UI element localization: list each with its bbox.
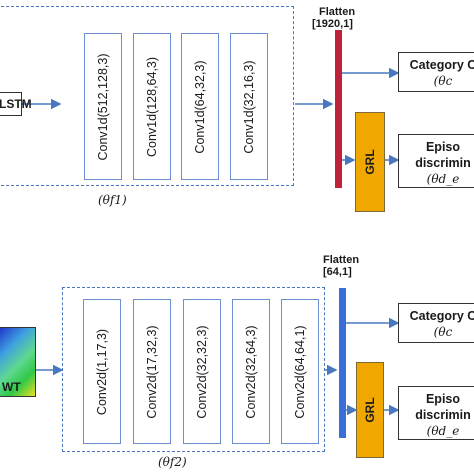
bottom-category-theta: (θc <box>433 325 453 339</box>
top-flatten-title: Flatten <box>319 6 356 18</box>
top-conv-label-3: Conv1d(64,32,3) <box>193 59 207 154</box>
top-conv-layer-2: Conv1d(128,64,3) <box>133 33 171 180</box>
bottom-category-classifier: Category C (θc <box>398 303 474 343</box>
bottom-conv-layer-1: Conv2d(1,17,3) <box>83 299 121 444</box>
bottom-disc-title-2: discrimin <box>415 408 471 422</box>
top-conv-layer-4: Conv1d(32,16,3) <box>230 33 268 180</box>
bottom-conv-label-4: Conv2d(32,64,3) <box>244 324 258 419</box>
bottom-flatten-title: Flatten <box>323 254 360 266</box>
top-category-classifier: Category C (θc <box>398 52 474 92</box>
top-episode-discriminator: Episo discrimin (θd_e <box>398 134 474 188</box>
bottom-input-label: WT <box>2 380 21 394</box>
bottom-category-title: Category C <box>409 309 474 323</box>
top-category-title: Category C <box>409 58 474 72</box>
top-flatten-bar <box>335 30 342 188</box>
bottom-feature-extractor-frame <box>62 287 325 452</box>
top-disc-title-2: discrimin <box>415 156 471 170</box>
bottom-grl-label: GRL <box>363 397 377 423</box>
top-conv-layer-3: Conv1d(64,32,3) <box>181 33 219 180</box>
bottom-episode-discriminator: Episo discrimin (θd_e <box>398 386 474 440</box>
bottom-flatten-size: [64,1] <box>323 266 352 278</box>
bottom-conv-layer-4: Conv2d(32,64,3) <box>232 299 270 444</box>
bottom-disc-title-1: Episo <box>425 392 461 406</box>
bottom-conv-layer-3: Conv2d(32,32,3) <box>183 299 221 444</box>
bottom-theta-label: (θf2) <box>158 455 187 469</box>
bottom-grl-block: GRL <box>356 362 384 458</box>
top-category-theta: (θc <box>433 74 453 88</box>
top-input-box: LSTM <box>0 92 32 116</box>
bottom-flatten-bar <box>339 288 346 438</box>
top-conv-label-4: Conv1d(32,16,3) <box>242 59 256 154</box>
bottom-conv-label-1: Conv2d(1,17,3) <box>95 328 109 415</box>
bottom-conv-label-3: Conv2d(32,32,3) <box>195 324 209 419</box>
bottom-conv-layer-2: Conv2d(17,32,3) <box>133 299 171 444</box>
top-conv-label-2: Conv1d(128,64,3) <box>145 56 159 157</box>
bottom-input-wavelet-image <box>0 327 36 397</box>
top-theta-label: (θf1) <box>98 193 127 207</box>
top-disc-title-1: Episo <box>425 140 461 154</box>
top-feature-extractor-frame <box>0 6 294 186</box>
top-flatten-size: [1920,1] <box>312 18 353 30</box>
bottom-conv-label-2: Conv2d(17,32,3) <box>145 324 159 419</box>
bottom-conv-label-5: Conv2d(64,64,1) <box>293 324 307 419</box>
top-conv-label-1: Conv1d(512,128,3) <box>96 52 110 161</box>
top-conv-layer-1: Conv1d(512,128,3) <box>84 33 122 180</box>
bottom-disc-theta: (θd_e <box>426 424 460 438</box>
top-grl-block: GRL <box>355 112 385 212</box>
top-disc-theta: (θd_e <box>426 172 460 186</box>
top-grl-label: GRL <box>363 149 377 175</box>
top-input-label: LSTM <box>0 97 32 111</box>
bottom-conv-layer-5: Conv2d(64,64,1) <box>281 299 319 444</box>
